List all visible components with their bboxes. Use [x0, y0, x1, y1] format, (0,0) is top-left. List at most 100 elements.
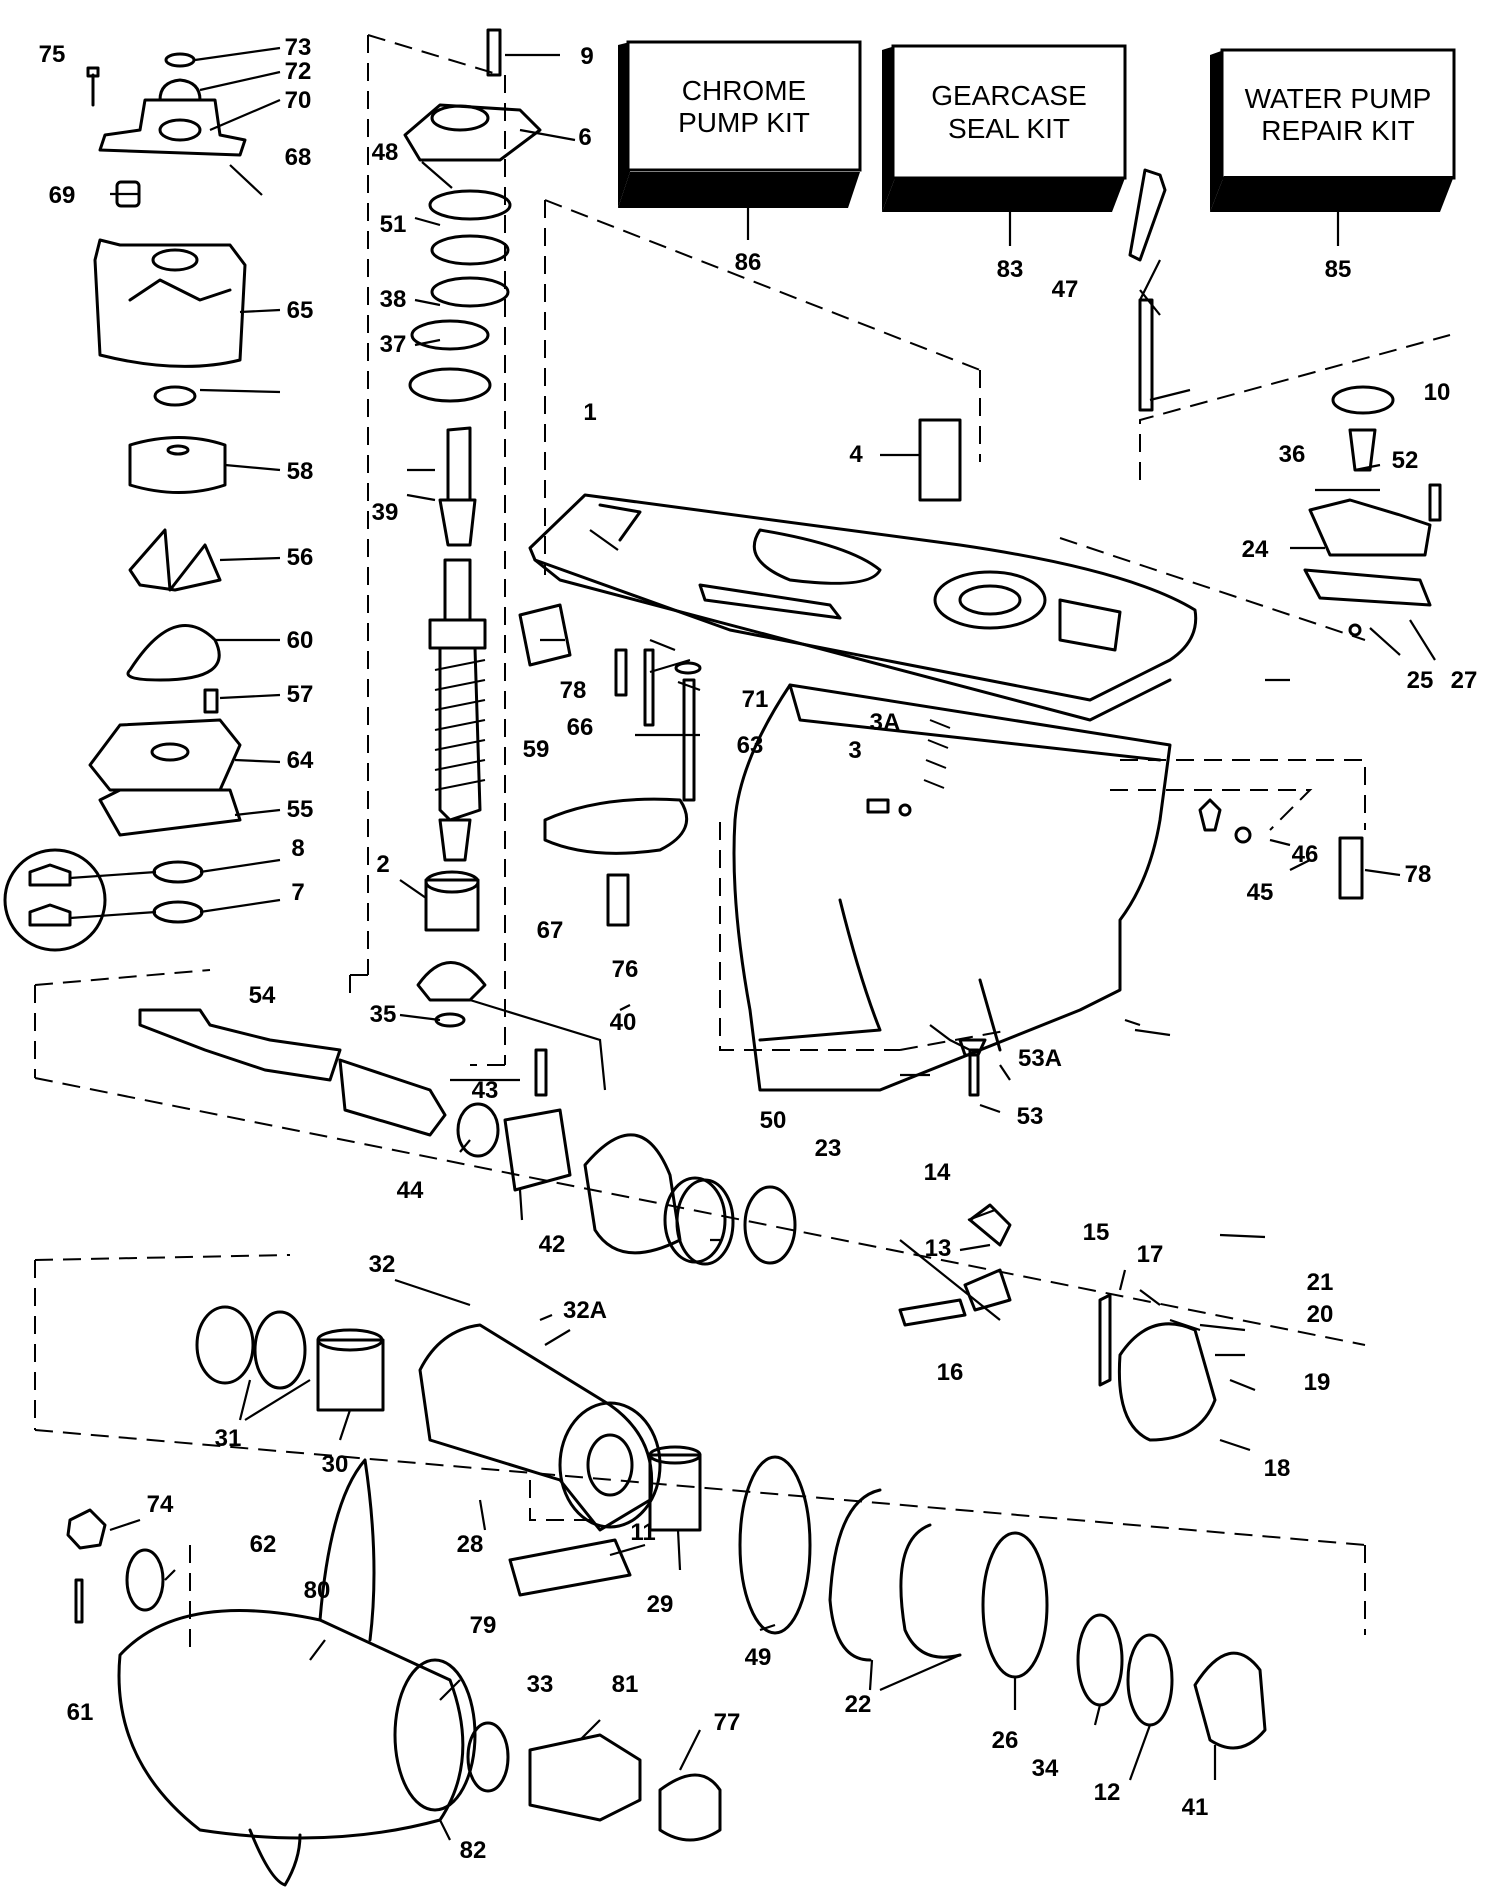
- callout-23: 23: [815, 1135, 842, 1162]
- callout-25: 25: [1407, 667, 1434, 694]
- callout-10: 10: [1424, 379, 1451, 406]
- callout-72: 72: [285, 58, 312, 85]
- callout-15: 15: [1083, 1219, 1110, 1246]
- kit-label-waterpump-line2: REPAIR KIT: [1261, 115, 1415, 146]
- callout-3a: 3A: [870, 709, 901, 736]
- callout-4: 4: [849, 441, 863, 468]
- callout-71: 71: [742, 686, 769, 713]
- callout-35: 35: [370, 1001, 397, 1028]
- callout-40: 40: [610, 1009, 637, 1036]
- kit-box-chrome-pump: CHROME PUMP KIT: [618, 40, 862, 208]
- callout-34: 34: [1032, 1755, 1059, 1782]
- kit-label-gearcase-line1: GEARCASE: [931, 80, 1087, 111]
- callout-56: 56: [287, 544, 314, 571]
- callout-22: 22: [845, 1691, 872, 1718]
- part-callouts: 1 2 3 3A 4 6 7 8 9 10 11 12 13 14 15 16 …: [39, 34, 1478, 1864]
- callout-75: 75: [39, 41, 66, 68]
- assembly-guide-lines: [34, 34, 1451, 1650]
- callout-12: 12: [1094, 1779, 1121, 1806]
- callout-31: 31: [215, 1425, 242, 1452]
- callout-48: 48: [372, 139, 399, 166]
- kit-label-waterpump-line1: WATER PUMP: [1245, 83, 1432, 114]
- callout-64: 64: [287, 747, 314, 774]
- callout-50: 50: [760, 1107, 787, 1134]
- callout-57: 57: [287, 681, 314, 708]
- gearcase-housing: [528, 493, 1198, 1092]
- callout-59: 59: [523, 736, 550, 763]
- callout-70: 70: [285, 87, 312, 114]
- callout-19: 19: [1304, 1369, 1331, 1396]
- kit-box-gearcase-seal: GEARCASE SEAL KIT: [882, 44, 1127, 212]
- callout-82: 81: [612, 1671, 639, 1698]
- callout-30: 30: [322, 1451, 349, 1478]
- callout-53: 53: [1017, 1103, 1044, 1130]
- callout-41: 41: [1182, 1794, 1209, 1821]
- callout-86: 85: [1325, 256, 1352, 283]
- callout-42: 42: [539, 1231, 566, 1258]
- callout-66: 66: [567, 714, 594, 741]
- callout-53a: 53A: [1018, 1045, 1062, 1072]
- callout-32a: 32A: [563, 1297, 607, 1324]
- callout-78-upper: 78: [560, 677, 587, 704]
- callout-6: 6: [578, 124, 591, 151]
- callout-81: 80: [304, 1577, 331, 1604]
- callout-49: 49: [745, 1644, 772, 1671]
- callout-85: 83: [997, 256, 1024, 283]
- callout-67: 67: [537, 917, 564, 944]
- callout-78-lower: 78: [1405, 861, 1432, 888]
- callout-28: 28: [457, 1531, 484, 1558]
- callout-27: 27: [1451, 667, 1478, 694]
- callout-58: 58: [287, 458, 314, 485]
- small-hardware: [518, 168, 1442, 1097]
- callout-63: 63: [737, 732, 764, 759]
- kit-label-chrome-line2: PUMP KIT: [678, 107, 810, 138]
- callout-3: 3: [848, 737, 861, 764]
- callout-69: 69: [49, 182, 76, 209]
- callout-61: 61: [67, 1699, 94, 1726]
- callout-20: 20: [1307, 1301, 1334, 1328]
- callout-54: 54: [249, 982, 276, 1009]
- bearing-housing-assembly: [195, 1203, 1267, 1750]
- kit-box-water-pump-repair: WATER PUMP REPAIR KIT: [1210, 48, 1456, 212]
- callout-8: 8: [291, 835, 304, 862]
- callout-9: 9: [580, 43, 593, 70]
- callout-83: 82: [460, 1837, 487, 1864]
- callout-21: 21: [1307, 1269, 1334, 1296]
- callout-16: 16: [937, 1359, 964, 1386]
- water-pump-assembly: [3, 52, 247, 952]
- callout-47: 47: [1052, 276, 1079, 303]
- callout-36: 36: [1279, 441, 1306, 468]
- callout-45: 45: [1247, 879, 1274, 906]
- callout-11: 11: [630, 1519, 655, 1546]
- callout-77: 77: [714, 1709, 741, 1736]
- callout-24: 24: [1242, 536, 1269, 563]
- callout-7: 7: [291, 879, 304, 906]
- propeller: [66, 1458, 722, 1887]
- callout-38: 38: [380, 286, 407, 313]
- callout-39: 39: [372, 499, 399, 526]
- callout-52: 52: [1392, 447, 1419, 474]
- callout-18: 18: [1264, 1455, 1291, 1482]
- callout-26: 26: [992, 1727, 1019, 1754]
- callout-32: 32: [369, 1251, 396, 1278]
- callout-55: 55: [287, 796, 314, 823]
- kit-label-chrome-line1: CHROME: [682, 75, 806, 106]
- callout-60: 60: [287, 627, 314, 654]
- callout-37: 37: [380, 331, 407, 358]
- callout-43: 43: [472, 1077, 499, 1104]
- callout-46: 46: [1292, 841, 1319, 868]
- callout-29: 29: [647, 1591, 674, 1618]
- callout-2: 2: [376, 851, 389, 878]
- callout-87: 86: [735, 249, 762, 276]
- propeller-shaft-assembly: [138, 1008, 797, 1266]
- callout-73: 73: [285, 34, 312, 61]
- callout-13: 13: [925, 1235, 952, 1262]
- callout-68: 68: [285, 144, 312, 171]
- callout-74: 74: [147, 1491, 174, 1518]
- callout-65: 65: [287, 297, 314, 324]
- drive-shaft-assembly: [403, 28, 542, 1028]
- callout-80: 79: [470, 1612, 497, 1639]
- callout-76: 76: [612, 956, 639, 983]
- callout-1: 1: [583, 399, 596, 426]
